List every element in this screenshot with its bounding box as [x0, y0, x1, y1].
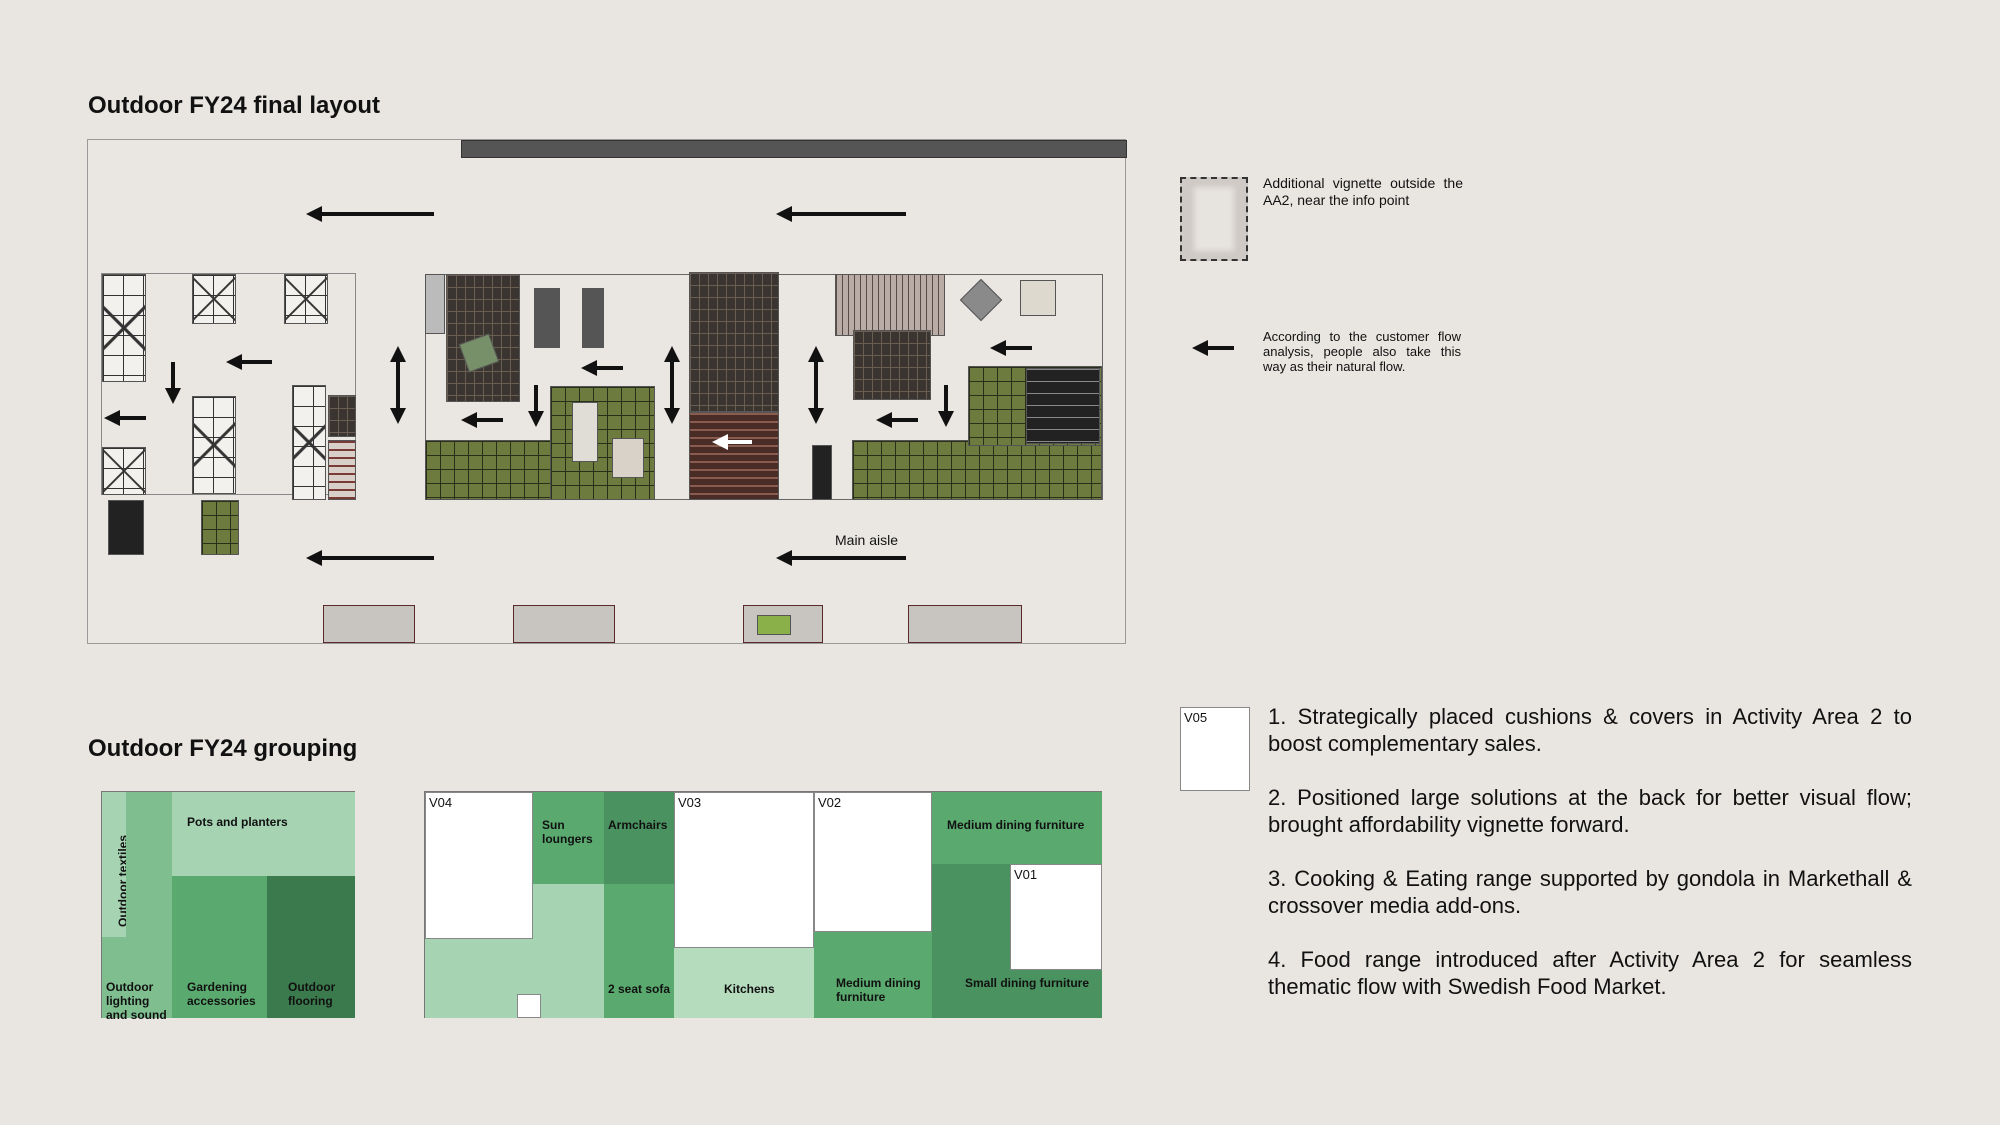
cell-textiles-side [126, 792, 172, 937]
green-floor [201, 500, 239, 555]
medium-dining-bottom-label: Medium dining furniture [836, 976, 921, 1004]
bench [812, 445, 832, 500]
outdoor-textiles-wrap: Outdoor textiles [102, 792, 130, 937]
gondola [908, 605, 1022, 643]
grouping-right: V04 Sun loungers Armchairs 2 seat sofa V… [424, 791, 1102, 1018]
small-dining-label: Small dining furniture [965, 976, 1090, 990]
rack [192, 274, 236, 324]
zone-outline-left [101, 273, 356, 495]
cell-pots-planters: Pots and planters [172, 792, 355, 876]
back-wall [461, 140, 1127, 158]
deck-floor [689, 412, 779, 500]
v02-label: V02 [818, 795, 842, 810]
flow-legend-text: According to the customer flow analysis,… [1263, 329, 1461, 374]
shelf-dark [1026, 368, 1100, 444]
gondola [323, 605, 415, 643]
cell-v01: V01 [1010, 864, 1102, 970]
rack [102, 274, 146, 382]
cell-v02: V02 [814, 792, 932, 932]
cell-small-white [517, 994, 541, 1018]
rack [102, 447, 146, 495]
flow-arrows [104, 206, 1032, 566]
v05-label: V05 [1184, 710, 1208, 725]
cell-outdoor-textiles [102, 792, 126, 937]
cell-2-seat-sofa: 2 seat sofa [604, 884, 674, 1018]
shelf-dark [108, 500, 144, 555]
shelf-dark [328, 395, 356, 437]
cell-under-v04 [425, 939, 533, 1018]
grouping-title: Outdoor FY24 grouping [88, 735, 358, 762]
v04-label: V04 [429, 795, 453, 810]
note-item: 3. Cooking & Eating range supported by g… [1268, 866, 1912, 918]
cabinet [582, 288, 604, 348]
rack-grey [425, 274, 445, 334]
cell-v04: V04 [425, 792, 533, 939]
main-aisle-label: Main aisle [835, 532, 899, 548]
note-item: 2. Positioned large solutions at the bac… [1268, 785, 1912, 837]
vignette-legend-text: Additional vignette outside the AA2, nea… [1263, 175, 1463, 208]
note-item: 1. Strategically placed cushions & cover… [1268, 704, 1912, 756]
cell-kitchens: Kitchens [674, 948, 814, 1018]
v05-box: V05 [1180, 707, 1250, 791]
kitchens-label: Kitchens [724, 982, 775, 996]
cell-armchairs: Armchairs [604, 792, 674, 884]
cell-outdoor-lighting: Outdoor lighting and sound [102, 937, 172, 1022]
shelf-red [328, 440, 356, 500]
grouping-left: Outdoor textiles Outdoor lighting and so… [101, 791, 355, 1022]
notes-list: 1. Strategically placed cushions & cover… [1268, 703, 1912, 1027]
cell-medium-dining-top: Medium dining furniture [932, 792, 1102, 864]
grill [612, 438, 644, 478]
floor-plan: Main aisle [87, 139, 1127, 644]
pots-planters-label: Pots and planters [187, 815, 288, 829]
2-seat-sofa-label: 2 seat sofa [608, 982, 671, 996]
cabinet [534, 288, 560, 348]
outdoor-flooring-label: Outdoor flooring [288, 980, 336, 1008]
cell-v03: V03 [674, 792, 814, 948]
rack [284, 274, 328, 324]
cell-sun-loungers-lower [533, 884, 604, 1018]
cell-outdoor-flooring: Outdoor flooring [267, 876, 355, 1018]
v03-label: V03 [678, 795, 702, 810]
table [572, 402, 598, 462]
v01-label: V01 [1014, 867, 1038, 882]
vignette-dark [853, 330, 931, 400]
green-floor [852, 440, 1102, 500]
rack [192, 396, 236, 494]
rack [292, 385, 326, 500]
table [1020, 280, 1056, 316]
sun-loungers-label: Sun loungers [542, 818, 593, 846]
note-item: 4. Food range introduced after Activity … [1268, 947, 1912, 999]
cell-gardening-accessories: Gardening accessories [172, 876, 267, 1018]
gondola [513, 605, 615, 643]
gardening-accessories-label: Gardening accessories [187, 980, 256, 1008]
armchairs-label: Armchairs [608, 818, 668, 832]
flow-legend-arrow [1192, 340, 1234, 356]
vignette-dark [689, 272, 779, 412]
cell-sun-loungers: Sun loungers [533, 792, 604, 884]
layout-title: Outdoor FY24 final layout [88, 92, 381, 119]
vignette-legend-swatch [1180, 177, 1248, 261]
medium-dining-top-label: Medium dining furniture [947, 818, 1085, 832]
outdoor-lighting-label: Outdoor lighting and sound [106, 980, 167, 1022]
gondola-display [757, 615, 791, 635]
